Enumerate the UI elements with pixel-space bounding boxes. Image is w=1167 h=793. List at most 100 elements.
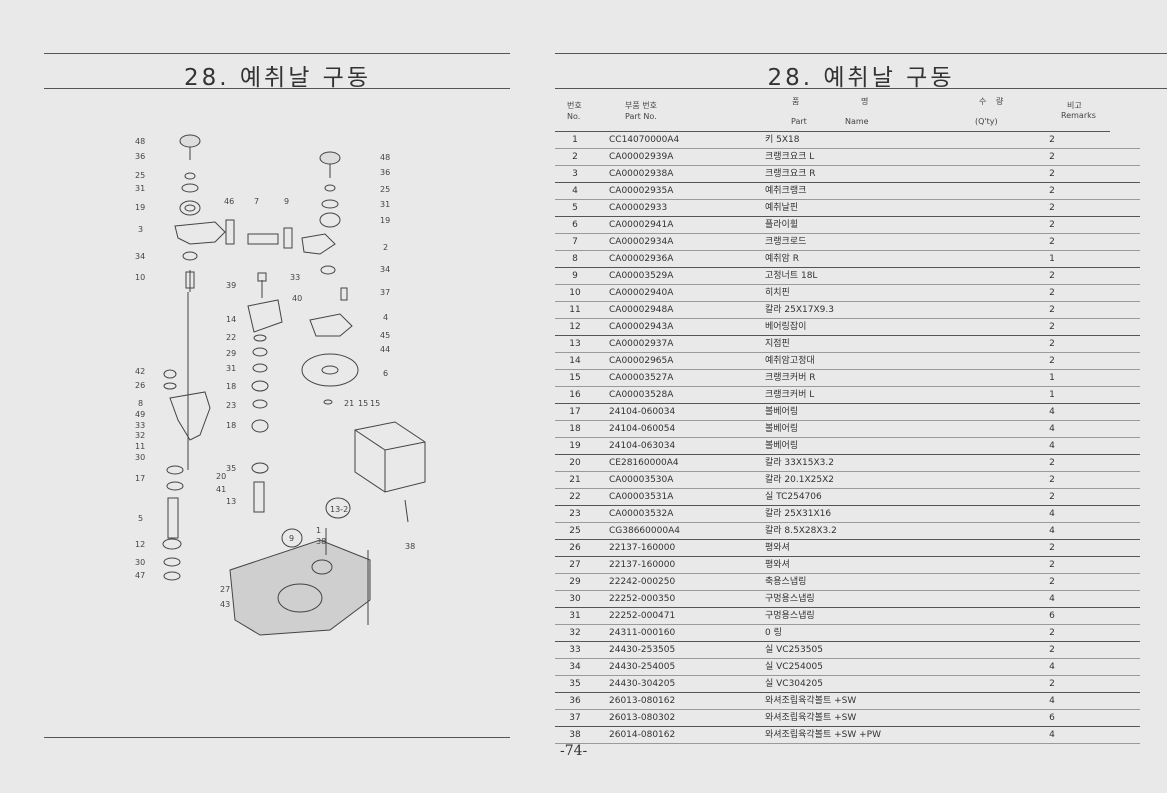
part-name-cell: 볼베어링 [749,437,997,455]
remarks-cell [1107,250,1140,268]
remarks-cell [1107,505,1140,523]
header-name-en-1: Part [791,117,807,126]
svg-text:32: 32 [135,431,145,440]
remarks-cell [1107,539,1140,557]
title-underline-right [555,88,1167,89]
header-part-en: Part No. [625,112,657,121]
part-number-cell: CA00003530A [595,471,749,489]
part-no-cell: 27 [555,556,595,574]
quantity-cell: 2 [997,318,1107,336]
svg-text:19: 19 [135,203,145,212]
part-number-cell: CA00002935A [595,182,749,200]
svg-text:38: 38 [405,542,415,551]
svg-text:7: 7 [254,197,259,206]
part-name-cell: 예취날핀 [749,199,997,217]
remarks-cell [1107,132,1140,149]
svg-text:26: 26 [135,381,145,390]
remarks-cell [1107,182,1140,200]
remarks-cell [1107,675,1140,693]
svg-text:36: 36 [380,168,390,177]
quantity-cell: 6 [997,709,1107,727]
quantity-cell: 2 [997,573,1107,591]
remarks-cell [1107,199,1140,217]
left-page: 28. 예취날 구동 [0,0,555,793]
svg-text:25: 25 [380,185,390,194]
part-name-cell: 실 VC254005 [749,658,997,676]
part-no-cell: 29 [555,573,595,591]
header-remarks-en: Remarks [1061,111,1096,120]
part-number-cell: 22137-160000 [595,556,749,574]
part-name-cell: 볼베어링 [749,403,997,421]
remarks-cell [1107,454,1140,472]
remarks-cell [1107,148,1140,166]
remarks-cell [1107,233,1140,251]
part-number-cell: CA00003531A [595,488,749,506]
part-no-cell: 6 [555,216,595,234]
part-no-cell: 21 [555,471,595,489]
part-name-cell: 지점핀 [749,335,997,353]
svg-text:44: 44 [380,345,390,354]
header-qty-en: (Q'ty) [975,117,998,126]
part-name-cell: 0 링 [749,624,997,642]
svg-text:35: 35 [226,464,236,473]
svg-text:42: 42 [135,367,145,376]
header-name-ko-2: 명 [861,97,869,106]
remarks-cell [1107,471,1140,489]
remarks-cell [1107,369,1140,387]
top-rule [44,53,510,54]
remarks-cell [1107,301,1140,319]
remarks-cell [1107,726,1140,744]
part-number-cell: 24311-000160 [595,624,749,642]
quantity-cell: 2 [997,624,1107,642]
part-no-cell: 3 [555,165,595,183]
quantity-cell: 2 [997,165,1107,183]
part-name-cell: 축용스냅링 [749,573,997,591]
quantity-cell: 1 [997,369,1107,387]
header-qty-ko-1: 수 [979,97,987,106]
quantity-cell: 4 [997,420,1107,438]
part-no-cell: 17 [555,403,595,421]
remarks-cell [1107,284,1140,302]
part-name-cell: 크랭크커버 R [749,369,997,387]
svg-text:5: 5 [138,514,143,523]
page-number: -74- [560,743,588,759]
part-number-cell: CA00002943A [595,318,749,336]
quantity-cell: 4 [997,692,1107,710]
svg-text:13-2: 13-2 [330,505,348,514]
svg-text:46: 46 [224,197,234,206]
remarks-cell [1107,403,1140,421]
part-name-cell: 베어링잡이 [749,318,997,336]
part-no-cell: 36 [555,692,595,710]
quantity-cell: 2 [997,216,1107,234]
part-name-cell: 와셔조립육각볼트 +SW [749,692,997,710]
part-number-cell: 22252-000350 [595,590,749,608]
part-number-cell: 24430-254005 [595,658,749,676]
svg-text:39: 39 [226,281,236,290]
remarks-cell [1107,165,1140,183]
part-no-cell: 30 [555,590,595,608]
svg-text:48: 48 [380,153,390,162]
part-number-cell: 26013-080302 [595,709,749,727]
svg-text:49: 49 [135,410,145,419]
remarks-cell [1107,386,1140,404]
svg-text:6: 6 [383,369,388,378]
part-name-cell: 히치핀 [749,284,997,302]
svg-text:9: 9 [284,197,289,206]
quantity-cell: 4 [997,590,1107,608]
svg-text:21: 21 [344,399,354,408]
part-no-cell: 9 [555,267,595,285]
part-number-cell: CA00002941A [595,216,749,234]
